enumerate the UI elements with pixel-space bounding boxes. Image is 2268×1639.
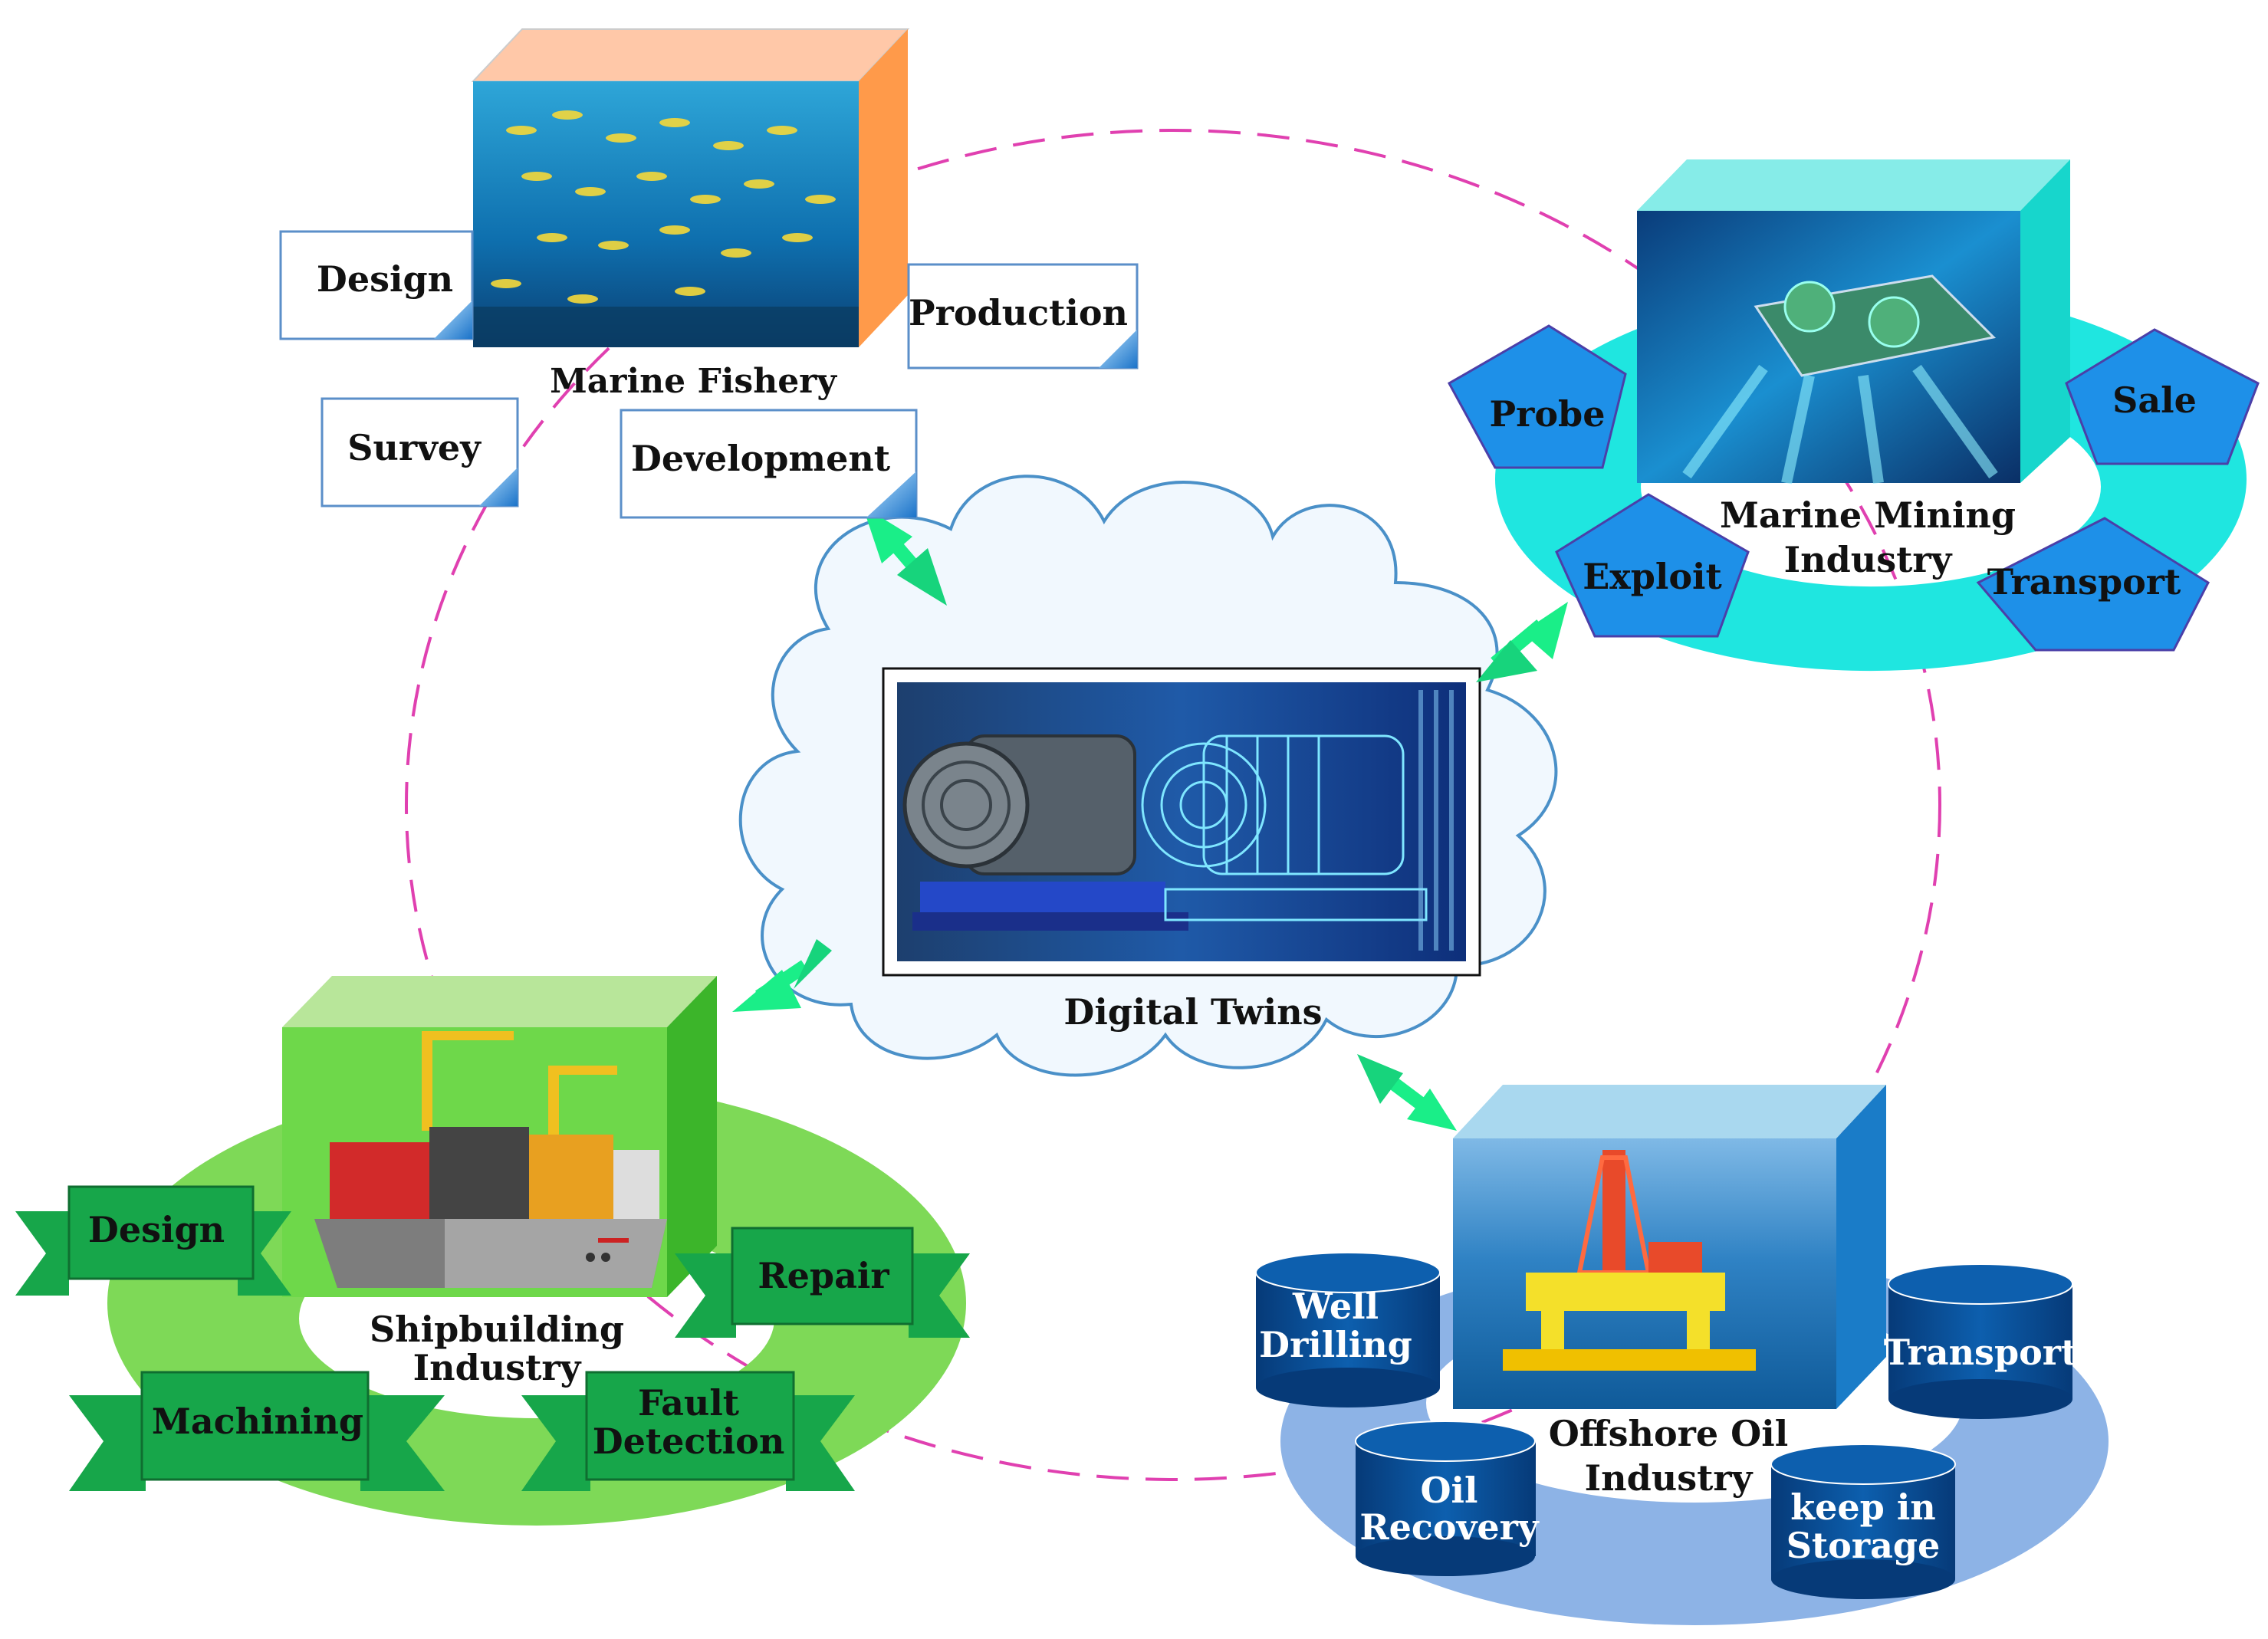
oil-recovery-line1: Oil (1420, 1470, 1477, 1511)
arrow-to-fishery (863, 506, 947, 606)
offshore-oil-group: Offshore Oil Industry Well Drilling Tran… (1255, 1085, 2109, 1625)
cargo-ship (314, 1031, 667, 1288)
ship-fault-line1: Fault (638, 1382, 740, 1424)
oil-title-line1: Offshore Oil (1549, 1413, 1788, 1454)
shipbuilding-group: Shipbuilding Industry Design Repair Mach… (15, 976, 970, 1526)
cloud-arrows (732, 506, 1568, 1131)
fishery-note-development-label: Development (631, 438, 891, 479)
oil-rig (1503, 1150, 1756, 1371)
oil-stage-well-drilling: Well Drilling (1255, 1252, 1441, 1407)
marine-mining-group: Marine Mining Industry Probe Sale Exploi… (1447, 159, 2260, 672)
fishery-note-survey: Survey (320, 397, 519, 507)
ship-fault-line2: Detection (593, 1421, 785, 1462)
oil-recovery-line2: Recovery (1359, 1506, 1539, 1548)
ship-stage-design-label: Design (88, 1209, 225, 1250)
fishery-note-survey-label: Survey (347, 427, 482, 468)
ship-stage-repair-label: Repair (758, 1255, 889, 1296)
shipbuilding-title-line2: Industry (413, 1347, 582, 1388)
oil-title-line2: Industry (1585, 1457, 1754, 1499)
mining-stage-sale: Sale (2065, 328, 2260, 465)
mining-stage-transport-label: Transport (1987, 561, 2181, 603)
mining-vehicle (1682, 274, 1998, 484)
oil-keep-line2: Storage (1786, 1525, 1941, 1566)
ship-stage-machining: Machining (69, 1371, 445, 1491)
mining-title-line1: Marine Mining (1720, 494, 2016, 536)
fishery-note-design-label: Design (317, 258, 453, 300)
oil-keep-line1: keep in (1790, 1486, 1936, 1528)
digital-twin-image (897, 682, 1466, 961)
ship-stage-repair: Repair (675, 1227, 970, 1338)
marine-fishery-title: Marine Fishery (550, 362, 837, 401)
mining-stage-sale-label: Sale (2112, 379, 2197, 421)
oil-stage-keep-in-storage: keep in Storage (1770, 1444, 1956, 1599)
fishery-note-development: Development (620, 409, 918, 519)
mining-stage-exploit-label: Exploit (1583, 556, 1722, 597)
arrow-to-mining (1476, 602, 1568, 682)
mining-stage-probe-label: Probe (1490, 393, 1606, 435)
digital-twins-cloud: Digital Twins (738, 475, 1558, 1077)
oil-stage-oil-recovery: Oil Recovery (1355, 1421, 1540, 1576)
ship-stage-design: Design (15, 1185, 291, 1296)
mining-stage-transport: Transport (1976, 517, 2210, 652)
fishery-note-production-label: Production (909, 292, 1128, 333)
mining-title-line2: Industry (1784, 539, 1953, 580)
ship-stage-fault-detection: Fault Detection (521, 1371, 855, 1491)
oil-transport-label: Transport (1884, 1332, 2078, 1373)
marine-fishery-block: Marine Fishery (471, 28, 910, 401)
oil-well-line1: Well (1292, 1286, 1379, 1327)
arrow-to-shipbuilding (732, 939, 832, 1012)
mining-stage-probe: Probe (1447, 324, 1627, 469)
fishery-note-production: Production (907, 263, 1139, 370)
oil-well-line2: Drilling (1259, 1324, 1412, 1365)
fishery-note-design: Design (279, 230, 474, 340)
ship-stage-machining-label: Machining (152, 1401, 363, 1442)
dashed-cycle-loop (405, 129, 1941, 1481)
mining-stage-exploit: Exploit (1555, 493, 1750, 638)
digital-twins-label: Digital Twins (1063, 991, 1322, 1033)
arrow-to-offshore-oil (1357, 1054, 1457, 1131)
shipbuilding-title-line1: Shipbuilding (370, 1309, 624, 1350)
oil-stage-transport: Transport (1884, 1263, 2078, 1419)
fish-school (491, 110, 836, 304)
